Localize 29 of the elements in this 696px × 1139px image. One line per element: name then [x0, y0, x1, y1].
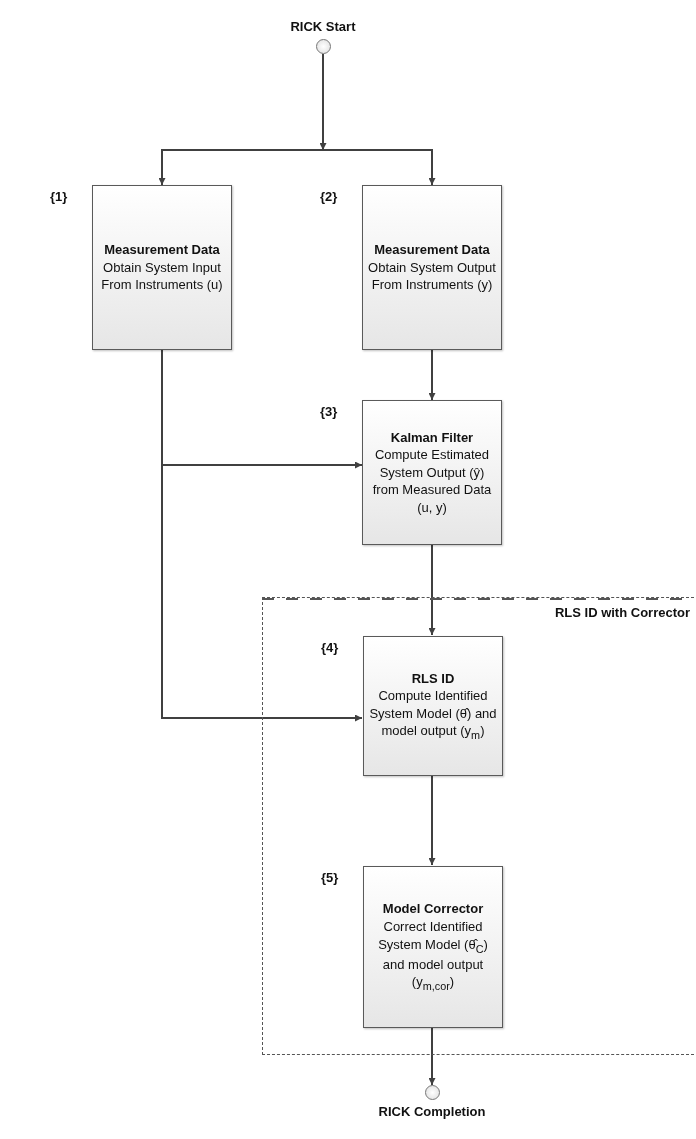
- box-heading: Measurement Data: [104, 241, 220, 259]
- box-heading: RLS ID: [411, 669, 455, 688]
- box-text: Obtain System Input From Instruments (u): [100, 258, 224, 294]
- arrow: [428, 1026, 436, 1086]
- step-number: {4}: [321, 640, 339, 655]
- process-box: [362, 400, 502, 545]
- terminal-label: RICK Completion: [378, 1104, 486, 1120]
- arrow: [428, 544, 436, 636]
- step-number: {3}: [320, 404, 338, 419]
- process-box: [362, 185, 502, 350]
- dashed-group-border: [262, 597, 694, 1055]
- box-text: Compute Identified System Model (θ̂) and model output (y$_{m}$): [368, 687, 498, 743]
- arrow: [322, 53, 436, 186]
- arrow: [428, 349, 436, 401]
- step-number: {5}: [321, 870, 339, 885]
- arrow: [428, 774, 436, 866]
- box-heading: Kalman Filter: [390, 428, 474, 447]
- step-number: {2}: [320, 189, 338, 204]
- box-text: Correct Identified System Model (θ̂$_{C}$) and model output (y$_{m,cor}$): [377, 918, 489, 994]
- box-heading: Model Corrector: [382, 900, 484, 918]
- step-number: {1}: [50, 189, 68, 204]
- terminal-label: RICK Start: [290, 19, 356, 35]
- process-box: [363, 636, 503, 776]
- box-text: Compute Estimated System Output (ŷ) from Measured Data (u, y): [371, 446, 493, 517]
- process-box: [363, 866, 503, 1028]
- process-box: [92, 185, 232, 350]
- box-heading: Measurement Data: [374, 241, 490, 259]
- box-text: Obtain System Output From Instruments (y): [367, 258, 497, 294]
- group-label: RLS ID with Corrector: [552, 605, 692, 620]
